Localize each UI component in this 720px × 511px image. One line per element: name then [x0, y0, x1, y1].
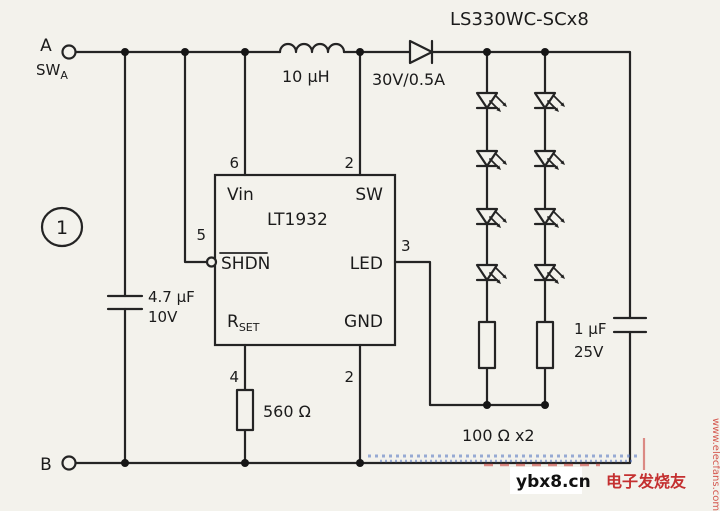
- junction-dot: [541, 401, 549, 409]
- led-module-label: LS330WC-SCx8: [450, 9, 589, 30]
- pin-rset-label-sub: SET: [239, 321, 260, 334]
- terminal-a-label: A: [40, 36, 52, 56]
- output-cap-value-label: 1 μF: [574, 320, 606, 338]
- shdn-bubble-icon: [205, 256, 218, 268]
- junction-dot: [356, 48, 364, 56]
- watermark-site: ybx8.cn: [516, 472, 591, 492]
- pin-rset-label: RSET: [227, 312, 260, 334]
- pin-rset-number: 4: [229, 368, 239, 386]
- terminal-a-name-sub: A: [60, 69, 68, 82]
- led-icon: [533, 207, 567, 230]
- circuit-wires: [74, 50, 632, 465]
- diode-triangle: [408, 39, 434, 65]
- inductor-symbol: [278, 42, 346, 54]
- figure-badge: [40, 206, 84, 248]
- watermark-brand: 电子发烧友: [606, 472, 687, 491]
- ballast-resistor-symbol: [477, 320, 497, 370]
- pin-vin-number: 6: [229, 154, 239, 172]
- input-capacitor-symbol: [106, 294, 144, 311]
- pin-vin-label: Vin: [227, 185, 254, 205]
- input-cap-value-label: 4.7 μF: [148, 288, 195, 306]
- rset-value-label: 560 Ω: [263, 402, 311, 421]
- watermark-box: [510, 467, 582, 494]
- pin-led-label: LED: [350, 254, 383, 274]
- led-icon: [475, 263, 509, 286]
- junction-dot: [483, 401, 491, 409]
- pin-shdn-number: 5: [196, 226, 206, 244]
- terminal-b: [61, 455, 77, 471]
- terminal-a-name: SWA: [36, 61, 68, 82]
- pin-gnd-number: 2: [344, 368, 354, 386]
- pin-led-number: 3: [401, 237, 411, 255]
- ballast-resistor-symbol: [535, 320, 555, 370]
- junction-dots: [121, 48, 549, 467]
- led-icon: [475, 91, 509, 114]
- led-icon: [475, 149, 509, 172]
- led-icon: [533, 149, 567, 172]
- figure-number: 1: [56, 217, 68, 239]
- ic-part-label: LT1932: [267, 210, 328, 230]
- pin-sw-number: 2: [344, 154, 354, 172]
- junction-dot: [356, 459, 364, 467]
- junction-dot: [241, 48, 249, 56]
- junction-dot: [121, 48, 129, 56]
- pin-shdn-label: SHDN: [221, 254, 270, 274]
- watermark-url: www.elecfans.com: [710, 418, 720, 511]
- ballast-resistors-label: 100 Ω x2: [462, 426, 535, 445]
- output-cap-voltage-label: 25V: [574, 343, 604, 361]
- pin-rset-label-main: R: [227, 312, 239, 332]
- junction-dot: [121, 459, 129, 467]
- led-icon: [475, 207, 509, 230]
- led-icon: [533, 263, 567, 286]
- terminal-a-name-main: SW: [36, 61, 61, 79]
- inductor-value-label: 10 μH: [282, 67, 330, 86]
- junction-dot: [483, 48, 491, 56]
- terminal-a: [61, 44, 77, 60]
- junction-dot: [181, 48, 189, 56]
- rset-resistor-symbol: [235, 388, 255, 432]
- diode-symbol: [408, 39, 434, 65]
- pin-sw-label: SW: [355, 185, 383, 205]
- input-cap-voltage-label: 10V: [148, 308, 178, 326]
- diode-rating-label: 30V/0.5A: [372, 70, 445, 89]
- output-capacitor-symbol: [612, 316, 648, 334]
- junction-dot: [541, 48, 549, 56]
- pin-gnd-label: GND: [344, 312, 383, 332]
- junction-dot: [241, 459, 249, 467]
- terminal-b-label: B: [40, 455, 52, 475]
- led-icon: [533, 91, 567, 114]
